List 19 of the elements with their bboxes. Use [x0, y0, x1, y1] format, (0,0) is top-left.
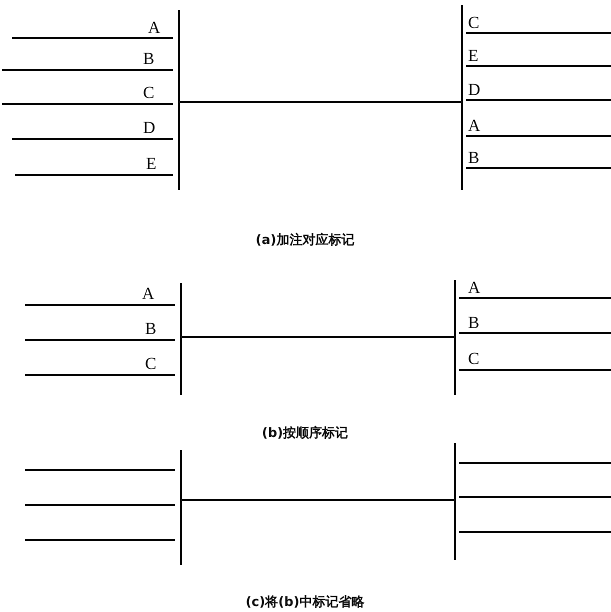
- wire-label: A: [148, 19, 160, 37]
- wire-label: C: [468, 14, 480, 32]
- figure-caption: (b)按顺序标记: [262, 426, 348, 442]
- wire-label: B: [468, 149, 480, 167]
- wire-label: C: [143, 84, 154, 102]
- figure-caption: (a)加注对应标记: [256, 233, 354, 249]
- wire-label: D: [143, 119, 156, 137]
- wire-label: E: [146, 155, 156, 173]
- wire-label: B: [145, 320, 156, 338]
- wire-label: D: [468, 81, 480, 99]
- wire-label: E: [468, 47, 478, 65]
- figure-caption: (c)将(b)中标记省略: [246, 595, 364, 611]
- wire-label: C: [468, 350, 480, 368]
- wire-label: B: [143, 50, 154, 68]
- wire-label: A: [468, 279, 480, 297]
- wire-label: A: [142, 285, 154, 303]
- wire-label: A: [468, 117, 480, 135]
- wire-label: C: [145, 355, 156, 373]
- wire-label: B: [468, 314, 480, 332]
